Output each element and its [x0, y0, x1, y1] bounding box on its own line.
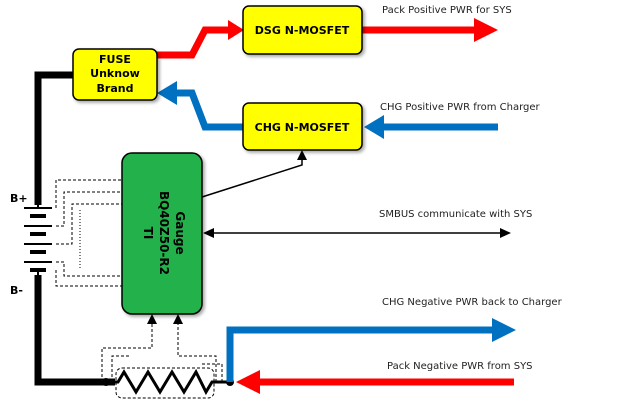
dsg-mosfet-label: DSG N-MOSFET	[255, 24, 350, 37]
smbus-note: SMBUS communicate with SYS	[379, 209, 532, 220]
chg-mosfet-label: CHG N-MOSFET	[255, 121, 350, 134]
sense-resistor	[102, 367, 234, 399]
smbus-arrow-left	[203, 228, 214, 238]
battery-plus-label: B+	[10, 192, 28, 205]
gauge-block	[121, 152, 203, 315]
sense-arrow-right	[173, 314, 183, 324]
dsg-mosfet-block	[242, 5, 363, 55]
main-ground-wires	[34, 71, 115, 386]
fuse-label-line1: FUSE	[99, 53, 131, 66]
gauge-label-group: Gauge BQ40Z50-R2 TI	[141, 191, 187, 275]
chg-gate-arrow	[297, 150, 307, 160]
chg-negative-arrow	[492, 318, 516, 342]
pack-positive-arrow	[474, 18, 498, 42]
chg-mosfet-block	[242, 102, 363, 151]
chg-negative-note: CHG Negative PWR back to Charger	[382, 297, 563, 308]
dsg-input-arrow	[228, 20, 244, 40]
battery-cells	[24, 205, 52, 276]
sense-arrow-left	[147, 314, 157, 324]
chg-positive-note: CHG Positive PWR from Charger	[380, 102, 541, 113]
chg-positive-path	[172, 89, 498, 131]
battery-minus-label: B-	[10, 284, 23, 297]
chg-negative-path	[226, 326, 494, 382]
current-sense-lines	[101, 322, 223, 382]
cell-sense-lines	[55, 179, 122, 287]
gauge-label-line1: Gauge	[173, 211, 187, 254]
fuse-label-line3: Brand	[97, 82, 134, 95]
fuse-label-line2: Unknow	[90, 67, 140, 80]
smbus-arrow-right	[500, 228, 511, 238]
pack-positive-path	[157, 26, 476, 59]
negative-rail-wire	[34, 275, 115, 386]
pack-negative-arrow	[236, 370, 260, 394]
chg-input-arrow	[364, 115, 384, 139]
gauge-to-chg-line	[201, 158, 303, 198]
gauge-label-line2: BQ40Z50-R2	[157, 191, 171, 275]
fuse-block	[72, 48, 158, 101]
gauge-label-line3: TI	[141, 227, 155, 240]
pack-positive-note: Pack Positive PWR for SYS	[382, 5, 512, 16]
positive-rail-wire	[34, 71, 73, 205]
pack-negative-note: Pack Negative PWR from SYS	[387, 361, 533, 372]
fuse-input-arrow	[157, 81, 177, 105]
